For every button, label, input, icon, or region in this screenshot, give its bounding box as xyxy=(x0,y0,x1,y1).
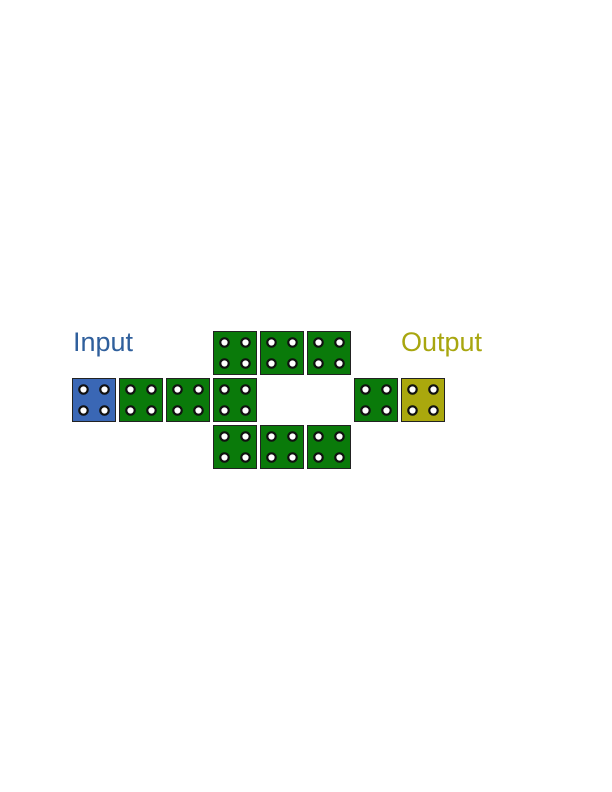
hole-icon xyxy=(193,384,204,395)
middle-block xyxy=(307,331,351,375)
hole-icon xyxy=(313,431,324,442)
hole-icon xyxy=(360,384,371,395)
hole-icon xyxy=(193,405,204,416)
middle-block xyxy=(307,425,351,469)
output-label: Output xyxy=(401,327,483,357)
hole-icon xyxy=(219,384,230,395)
hole-icon xyxy=(334,431,345,442)
hole-icon xyxy=(381,405,392,416)
hole-icon xyxy=(219,431,230,442)
hole-icon xyxy=(240,405,251,416)
hole-icon xyxy=(219,337,230,348)
hole-icon xyxy=(287,358,298,369)
hole-icon xyxy=(146,405,157,416)
middle-block xyxy=(213,378,257,422)
middle-block xyxy=(354,378,398,422)
hole-icon xyxy=(266,452,277,463)
hole-icon xyxy=(240,384,251,395)
hole-icon xyxy=(219,452,230,463)
hole-icon xyxy=(407,405,418,416)
hole-icon xyxy=(78,405,89,416)
hole-icon xyxy=(240,452,251,463)
middle-block xyxy=(213,331,257,375)
hole-icon xyxy=(334,358,345,369)
hole-icon xyxy=(313,337,324,348)
hole-icon xyxy=(428,405,439,416)
hole-icon xyxy=(313,358,324,369)
hole-icon xyxy=(99,384,110,395)
hole-icon xyxy=(146,384,157,395)
hole-icon xyxy=(287,452,298,463)
hole-icon xyxy=(172,384,183,395)
input-label: Input xyxy=(73,327,134,357)
input-block xyxy=(72,378,116,422)
hole-icon xyxy=(407,384,418,395)
hole-icon xyxy=(240,358,251,369)
hole-icon xyxy=(287,337,298,348)
hole-icon xyxy=(313,452,324,463)
middle-block-body xyxy=(166,378,210,422)
hole-icon xyxy=(240,337,251,348)
middle-block-body xyxy=(260,331,304,375)
middle-block-body xyxy=(213,378,257,422)
hole-icon xyxy=(287,431,298,442)
hole-icon xyxy=(125,405,136,416)
hole-icon xyxy=(334,452,345,463)
hole-icon xyxy=(266,337,277,348)
hole-icon xyxy=(381,384,392,395)
middle-block-body xyxy=(213,331,257,375)
hole-icon xyxy=(334,337,345,348)
middle-block-body xyxy=(213,425,257,469)
middle-block xyxy=(119,378,163,422)
middle-block xyxy=(166,378,210,422)
hole-icon xyxy=(266,431,277,442)
hole-icon xyxy=(240,431,251,442)
middle-block-body xyxy=(354,378,398,422)
input-block-body xyxy=(72,378,116,422)
middle-block xyxy=(260,425,304,469)
hole-icon xyxy=(360,405,371,416)
middle-block-body xyxy=(307,425,351,469)
middle-block-body xyxy=(260,425,304,469)
hole-icon xyxy=(266,358,277,369)
hole-icon xyxy=(125,384,136,395)
middle-block-body xyxy=(119,378,163,422)
middle-block xyxy=(260,331,304,375)
hole-icon xyxy=(428,384,439,395)
middle-block xyxy=(213,425,257,469)
hole-icon xyxy=(219,405,230,416)
hole-icon xyxy=(99,405,110,416)
middle-block-body xyxy=(307,331,351,375)
hole-icon xyxy=(219,358,230,369)
output-block-body xyxy=(401,378,445,422)
output-block xyxy=(401,378,445,422)
hole-icon xyxy=(172,405,183,416)
hole-icon xyxy=(78,384,89,395)
